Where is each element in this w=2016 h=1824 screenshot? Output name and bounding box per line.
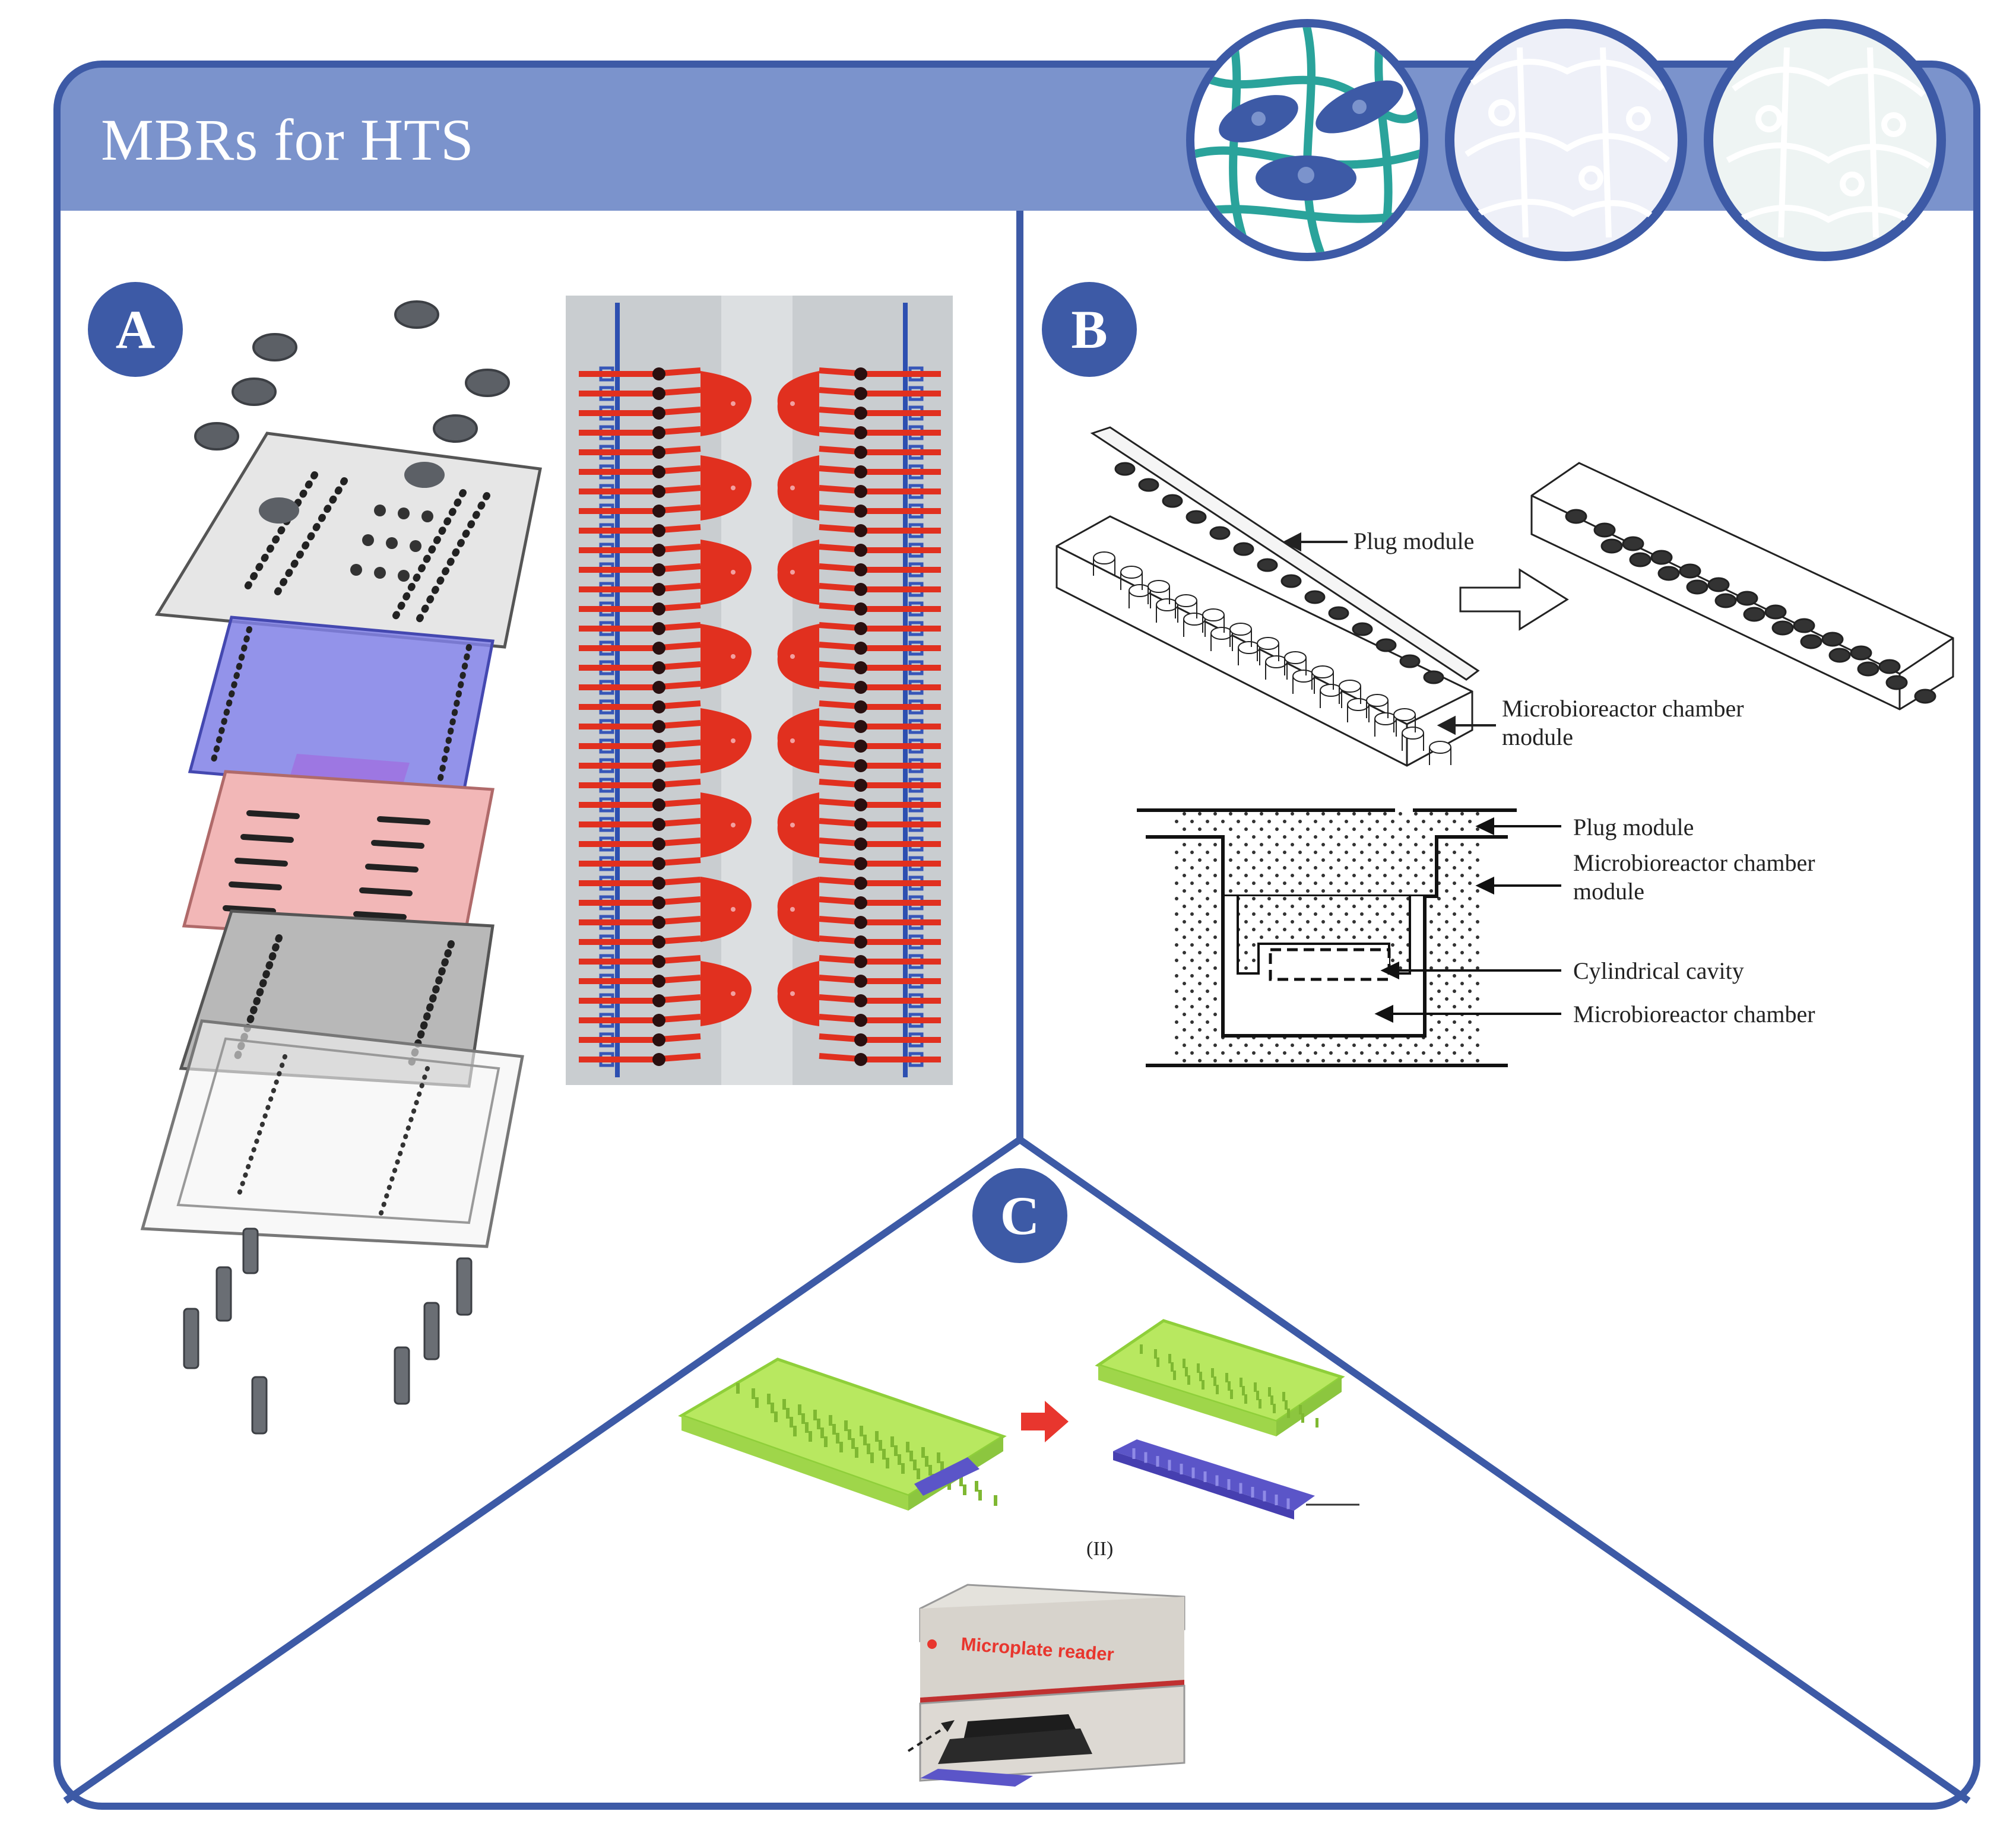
panel-a-badge: A	[88, 282, 183, 377]
microplate-illustration	[678, 1319, 1359, 1520]
panel-b-leader-lines	[1282, 532, 1496, 735]
cell-layer-icon	[1445, 19, 1687, 261]
cell-cluster-icon	[1704, 19, 1946, 261]
scaffold-cells-icon	[1186, 19, 1428, 261]
panel-c-badge: C	[972, 1168, 1067, 1263]
label-cylindrical-cavity: Cylindrical cavity	[1573, 957, 1744, 984]
modular-chamber-illustration	[1055, 426, 1954, 767]
label-plug-module: Plug module	[1353, 528, 1475, 554]
microplate-reader-illustration	[907, 1584, 1185, 1787]
panel-c-sublabel: (II)	[1086, 1538, 1114, 1560]
label-microbioreactor-chamber: Microbioreactor chamber	[1573, 1001, 1815, 1027]
label-chamber-module: Microbioreactor chamber module	[1502, 695, 1744, 750]
microfluidic-chip-photo	[566, 296, 953, 1085]
figure-frame	[53, 61, 1980, 1810]
label-plug-module-section: Plug module	[1573, 814, 1694, 840]
label-chamber-module-section: Microbioreactor chamber module	[1573, 849, 1815, 905]
chamber-cross-section	[1137, 808, 1561, 1067]
exploded-device-illustration	[140, 300, 542, 1435]
divider-triangle	[63, 1135, 1971, 1804]
figure-title: MBRs for HTS	[101, 107, 474, 173]
panel-b-badge: B	[1042, 282, 1137, 377]
